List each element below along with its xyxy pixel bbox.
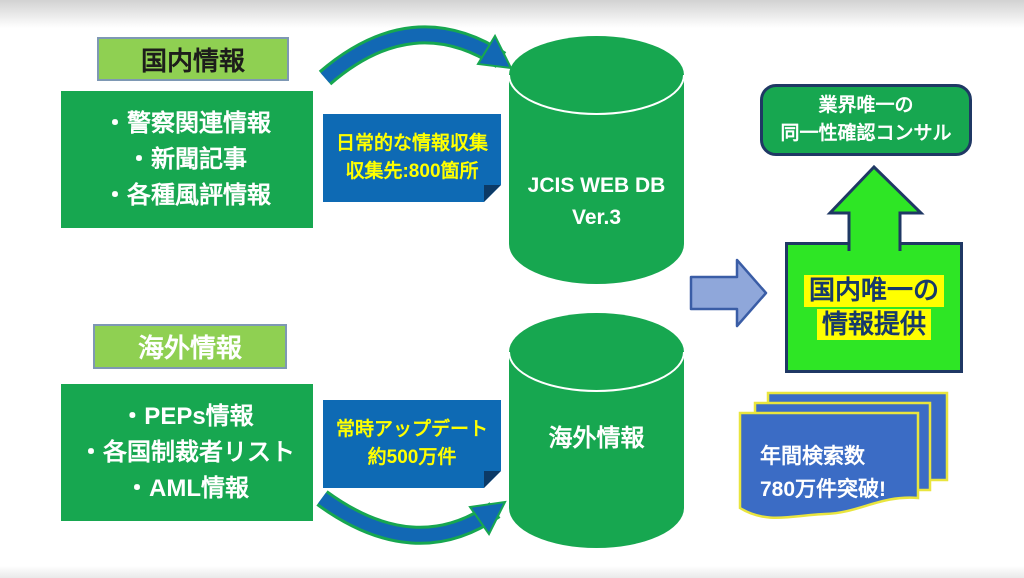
curved-arrow-bottom-icon (316, 490, 507, 545)
overseas-source-item: ・AML情報 (125, 474, 249, 502)
db-main-line2: Ver.3 (571, 205, 622, 229)
stacked-papers-icon (738, 391, 949, 519)
database-cylinder-overseas (508, 313, 685, 548)
domestic-sources-box: ・警察関連情報 ・新聞記事 ・各種風評情報 (61, 91, 313, 228)
domestic-source-item: ・警察関連情報 (103, 109, 271, 137)
consulting-line2: 同一性確認コンサル (780, 123, 952, 144)
provision-box: 国内唯一の 情報提供 (785, 242, 963, 373)
constant-update-line2: 約500万件 (367, 447, 457, 468)
overseas-source-item: ・PEPs情報 (120, 402, 254, 430)
consulting-box: 業界唯一の 同一性確認コンサル (760, 84, 972, 156)
search-stats-line1: 年間検索数 (760, 445, 865, 468)
provision-line1: 国内唯一の (803, 275, 944, 307)
folded-corner-icon (484, 185, 501, 202)
constant-update-line1: 常時アップデート (335, 419, 488, 441)
consulting-line1: 業界唯一の (818, 94, 914, 116)
daily-collection-line2: 収集先:800箇所 (345, 161, 479, 182)
top-fade-band (0, 0, 1024, 28)
search-stats-line2: 780万件突破! (760, 477, 887, 501)
upgrade-arrow-up-icon (826, 164, 925, 251)
daily-collection-line1: 日常的な情報収集 (335, 133, 488, 155)
domestic-source-item: ・新聞記事 (127, 145, 247, 173)
overseas-sources-box: ・PEPs情報 ・各国制裁者リスト ・AML情報 (61, 384, 313, 521)
bottom-fade-band (0, 566, 1024, 578)
database-cylinder-main (508, 36, 685, 284)
curved-arrow-top-icon (318, 25, 513, 86)
provision-line2: 情報提供 (816, 308, 931, 340)
database-main-label: JCIS WEB DB Ver.3 (508, 170, 685, 233)
output-arrow-right-icon (689, 258, 768, 328)
overseas-info-label: 海外情報 (93, 324, 287, 369)
database-overseas-label: 海外情報 (548, 425, 645, 452)
domestic-info-label: 国内情報 (97, 37, 289, 81)
daily-collection-note: 日常的な情報収集 収集先:800箇所 (323, 114, 501, 202)
constant-update-note: 常時アップデート 約500万件 (323, 400, 501, 488)
domestic-source-item: ・各種風評情報 (103, 181, 271, 209)
search-stats-text: 年間検索数 780万件突破! (760, 441, 886, 506)
db-main-line1: JCIS WEB DB (527, 174, 666, 197)
overseas-source-item: ・各国制裁者リスト (79, 438, 295, 466)
